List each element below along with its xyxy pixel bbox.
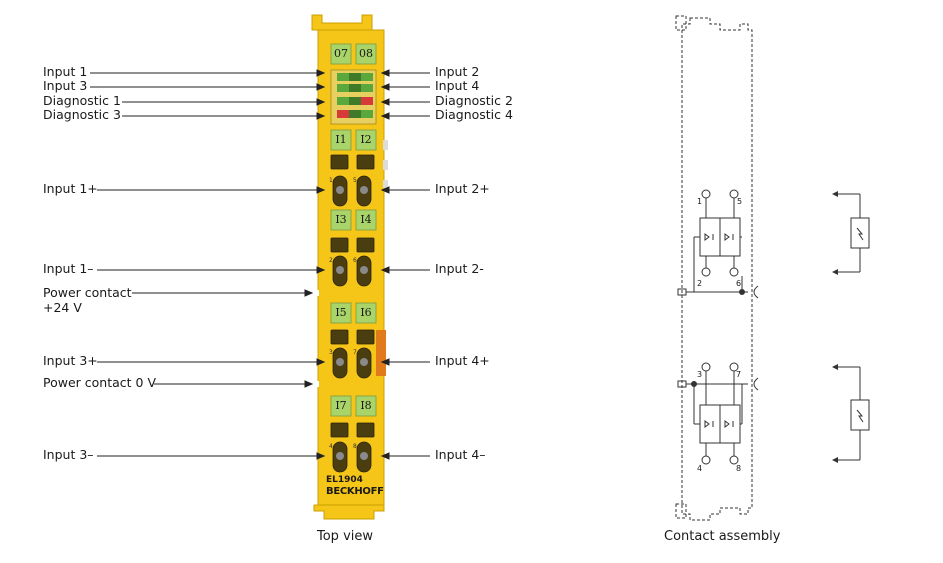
- brand-logo: BECKHOFF: [326, 486, 384, 497]
- label-diagnostic-1: Diagnostic 1: [43, 93, 121, 108]
- label-input-4-minus: Input 4–: [435, 447, 486, 462]
- label-input-4-plus: Input 4+: [435, 353, 490, 368]
- terminal-num-8: 8: [736, 464, 742, 473]
- terminal-num-5: 5: [737, 197, 743, 206]
- channel-label-i7: I7: [335, 399, 347, 412]
- terminal-num-3: 3: [697, 370, 703, 379]
- label-input-2-plus: Input 2+: [435, 181, 490, 196]
- svg-text:1: 1: [329, 177, 333, 184]
- label-input-4: Input 4: [435, 78, 480, 93]
- status-leds: [337, 73, 373, 118]
- terminal-contacts: [330, 154, 375, 473]
- channel-label-i6: I6: [360, 306, 372, 319]
- svg-text:3: 3: [329, 349, 333, 356]
- terminal-num-7: 7: [736, 370, 742, 379]
- label-input-1-minus: Input 1–: [43, 261, 94, 276]
- model-label: EL1904: [326, 475, 363, 485]
- label-input-1: Input 1: [43, 64, 88, 79]
- channel-label-i2: I2: [360, 133, 372, 146]
- label-input-3-plus: Input 3+: [43, 353, 98, 368]
- label-input-1-plus: Input 1+: [43, 181, 98, 196]
- led-label-07: 07: [334, 47, 348, 60]
- terminal-num-1: 1: [697, 197, 703, 206]
- label-power-contact-0v: Power contact 0 V: [43, 375, 156, 390]
- label-input-3-minus: Input 3–: [43, 447, 94, 462]
- svg-text:7: 7: [353, 349, 357, 356]
- caption-top-view: Top view: [317, 529, 374, 544]
- channel-label-i1: I1: [335, 133, 347, 146]
- terminal-num-6: 6: [736, 279, 742, 288]
- contact-assembly-schematic: [675, 15, 870, 521]
- label-diagnostic-2: Diagnostic 2: [435, 93, 513, 108]
- label-input-2-minus: Input 2-: [435, 261, 484, 276]
- label-diagnostic-3: Diagnostic 3: [43, 107, 121, 122]
- svg-text:5: 5: [353, 177, 357, 184]
- label-input-2: Input 2: [435, 64, 480, 79]
- svg-text:4: 4: [329, 443, 333, 450]
- channel-label-i8: I8: [360, 399, 372, 412]
- channel-label-i4: I4: [360, 213, 372, 226]
- svg-text:6: 6: [353, 257, 357, 264]
- caption-contact-assembly: Contact assembly: [664, 529, 781, 544]
- terminal-module: 1 5 2 6 3 7 4 8: [311, 14, 388, 520]
- svg-text:2: 2: [329, 257, 333, 264]
- channel-label-i5: I5: [335, 306, 347, 319]
- terminal-num-2: 2: [697, 279, 703, 288]
- leader-lines: [90, 69, 430, 460]
- label-diagnostic-4: Diagnostic 4: [435, 107, 513, 122]
- terminal-num-4: 4: [697, 464, 703, 473]
- label-input-3: Input 3: [43, 78, 88, 93]
- led-label-08: 08: [359, 47, 373, 60]
- channel-label-i3: I3: [335, 213, 347, 226]
- label-power-contact-24v: Power contact +24 V: [43, 285, 132, 315]
- svg-text:8: 8: [353, 443, 357, 450]
